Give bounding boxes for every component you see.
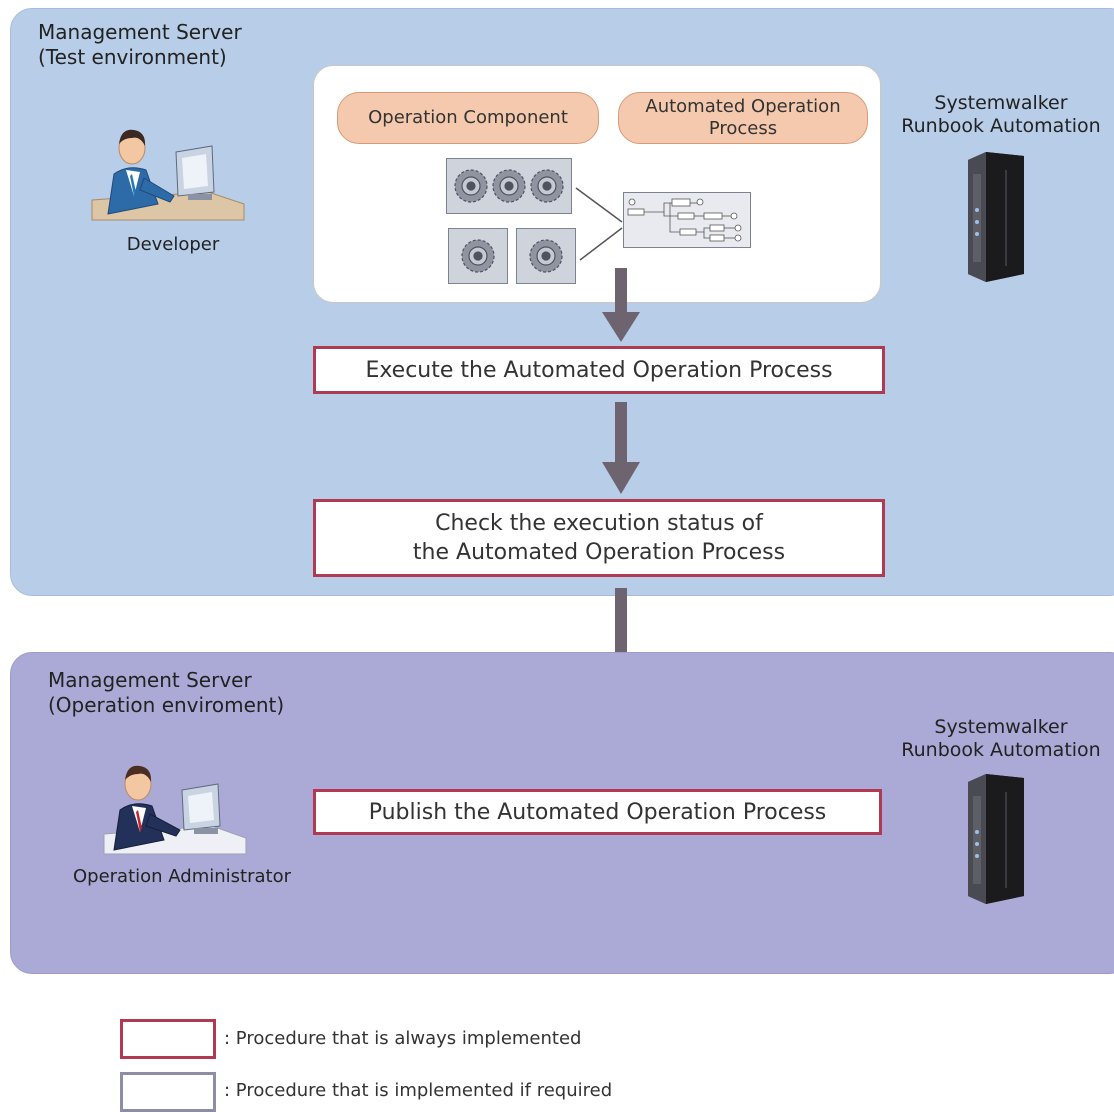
legend-always-swatch	[120, 1019, 216, 1059]
publish-process-step: Publish the Automated Operation Process	[313, 789, 882, 835]
legend-required-text: : Procedure that is implemented if requi…	[224, 1080, 613, 1101]
administrator-label: Operation Administrator	[72, 866, 291, 887]
test-server-title: Management Server (Test environment)	[38, 20, 242, 69]
operation-component-pill: Operation Component	[337, 92, 599, 144]
process-flow-thumbnail	[623, 192, 751, 248]
ops-server-title: Management Server (Operation enviroment)	[48, 668, 285, 717]
developer-label: Developer	[126, 234, 220, 255]
test-product-label: Systemwalker Runbook Automation	[901, 92, 1101, 137]
operation-components-group	[446, 158, 572, 214]
automated-operation-process-pill: Automated Operation Process	[618, 92, 868, 144]
ops-product-label: Systemwalker Runbook Automation	[901, 716, 1101, 761]
administrator-icon	[103, 765, 247, 855]
gear-icon	[516, 228, 576, 284]
server-icon	[968, 152, 1024, 282]
check-status-step: Check the execution status of the Automa…	[313, 499, 885, 577]
server-icon	[968, 774, 1024, 904]
gear-icon	[448, 228, 508, 284]
connector-lines	[575, 187, 623, 261]
legend-always-text: : Procedure that is always implemented	[224, 1028, 582, 1049]
execute-process-step: Execute the Automated Operation Process	[313, 346, 885, 394]
developer-icon	[91, 129, 245, 221]
legend-required-swatch	[120, 1072, 216, 1112]
